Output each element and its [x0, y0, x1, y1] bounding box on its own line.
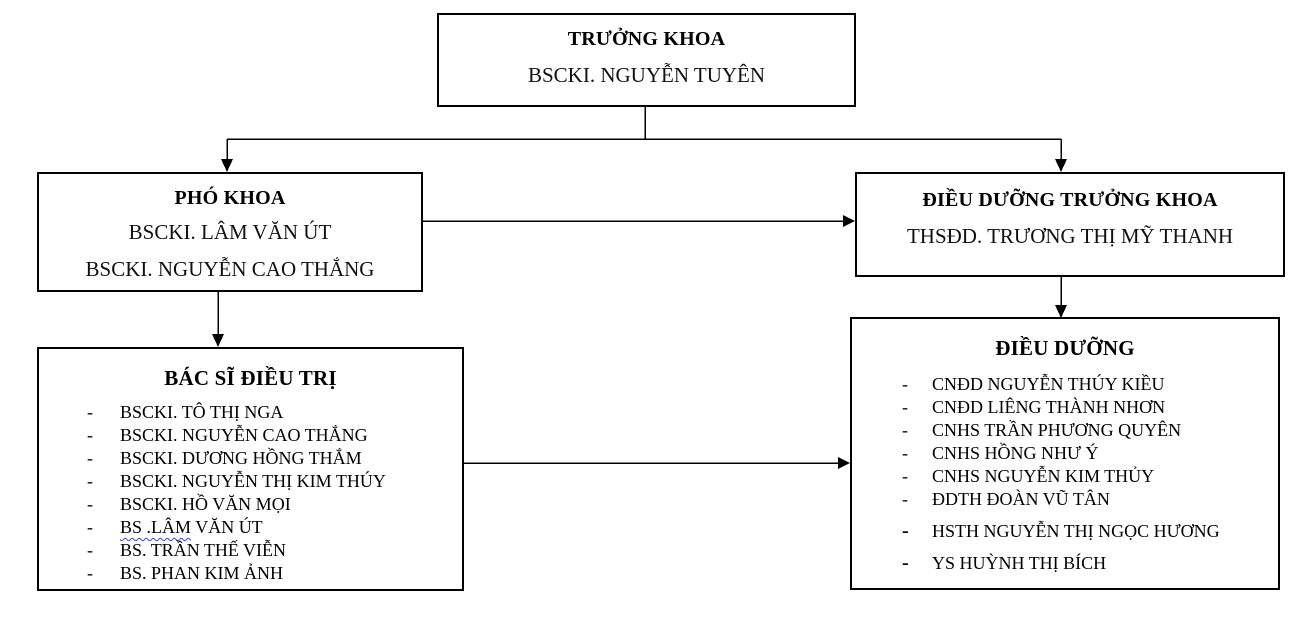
dash-bullet: -: [87, 471, 93, 491]
connector-phokhoa-to-bacsidieutri: [212, 292, 224, 347]
connector-bacsidieutri-to-dieuduong: [464, 457, 850, 469]
connector-arrow-to-dieuduongtruongkhoa: [1055, 139, 1067, 172]
box-title-pho-khoa: PHÓ KHOA: [174, 187, 286, 209]
member-name: BSCKI. HỒ VĂN MỌI: [120, 494, 291, 514]
list-item: - ĐDTH ĐOÀN VŨ TÂN: [902, 488, 1278, 511]
member-name: CNĐD NGUYỄN THÚY KIỀU: [932, 374, 1165, 394]
connector-arrow-to-phokhoa: [221, 139, 233, 172]
list-item: - BS .LÂM VĂN ÚT: [87, 516, 462, 539]
list-item: - CNHS NGUYỄN KIM THỦY: [902, 465, 1278, 488]
member-name: BS .LÂM VĂN ÚT: [120, 517, 263, 537]
list-item: - CNHS TRẦN PHƯƠNG QUYÊN: [902, 419, 1278, 442]
member-name: BS. TRẦN THẾ VIỄN: [120, 540, 287, 560]
dash-bullet: -: [902, 420, 908, 440]
member-name: BSCKI. NGUYỄN CAO THẮNG: [85, 257, 375, 281]
list-item: - BS. PHAN KIM ẢNH: [87, 562, 462, 585]
dash-bullet: -: [87, 540, 93, 560]
box-truong-khoa: TRƯỞNG KHOA BSCKI. NGUYỄN TUYÊN: [437, 13, 856, 107]
member-name: CNHS NGUYỄN KIM THỦY: [932, 466, 1155, 486]
member-name: BSCKI. LÂM VĂN ÚT: [128, 220, 332, 244]
list-item: - BSCKI. DƯƠNG HỒNG THẮM: [87, 447, 462, 470]
box-dieu-duong-truong-khoa: ĐIỀU DƯỠNG TRƯỞNG KHOA THSĐD. TRƯƠNG THỊ…: [855, 172, 1285, 277]
list-item: - CNĐD LIÊNG THÀNH NHƠN: [902, 396, 1278, 419]
dash-bullet: -: [902, 374, 908, 394]
dash-bullet: -: [87, 402, 93, 422]
member-name: CNĐD LIÊNG THÀNH NHƠN: [932, 397, 1166, 417]
list-item: - BSCKI. TÔ THỊ NGA: [87, 401, 462, 424]
list-item: - HSTH NGUYỄN THỊ NGỌC HƯƠNG: [902, 520, 1278, 543]
dash-bullet: -: [87, 448, 93, 468]
member-name: HSTH NGUYỄN THỊ NGỌC HƯƠNG: [932, 521, 1220, 541]
list-item: - CNĐD NGUYỄN THÚY KIỀU: [902, 373, 1278, 396]
nurse-list: - CNĐD NGUYỄN THÚY KIỀU - CNĐD LIÊNG THÀNH …: [852, 373, 1278, 575]
dash-bullet: -: [87, 494, 93, 514]
connector-truongkhoa-stem: [227, 107, 1061, 140]
dash-bullet: -: [902, 520, 909, 542]
member-name: ĐDTH ĐOÀN VŨ TÂN: [932, 489, 1110, 509]
member-name: BSCKI. TÔ THỊ NGA: [120, 402, 284, 422]
member-name: THSĐD. TRƯƠNG THỊ MỸ THANH: [906, 224, 1234, 248]
box-bac-si-dieu-tri: BÁC SĨ ĐIỀU TRỊ - BSCKI. TÔ THỊ NGA - BSCKI…: [37, 347, 464, 591]
doctor-list: - BSCKI. TÔ THỊ NGA - BSCKI. NGUYỄN CAO THẮ…: [39, 401, 462, 585]
list-item: - BSCKI. NGUYỄN THỊ KIM THÚY: [87, 470, 462, 493]
member-name: BSCKI. NGUYỄN THỊ KIM THÚY: [120, 471, 386, 491]
dash-bullet: -: [902, 397, 908, 417]
box-title-dieu-duong-truong-khoa: ĐIỀU DƯỠNG TRƯỞNG KHOA: [922, 189, 1218, 211]
dash-bullet: -: [902, 466, 908, 486]
dash-bullet: -: [87, 563, 93, 583]
box-title-bac-si-dieu-tri: BÁC SĨ ĐIỀU TRỊ: [164, 366, 337, 390]
member-name: BS. PHAN KIM ẢNH: [120, 563, 284, 583]
list-item: - BSCKI. HỒ VĂN MỌI: [87, 493, 462, 516]
list-item: - YS HUỲNH THỊ BÍCH: [902, 552, 1278, 575]
member-name: CNHS TRẦN PHƯƠNG QUYÊN: [932, 420, 1182, 440]
dash-bullet: -: [902, 443, 908, 463]
box-title-dieu-duong: ĐIỀU DƯỠNG: [995, 336, 1135, 360]
list-item: - CNHS HỒNG NHƯ Ý: [902, 442, 1278, 465]
dash-bullet: -: [87, 425, 93, 445]
list-item: - BS. TRẦN THẾ VIỄN: [87, 539, 462, 562]
dash-bullet: -: [87, 517, 93, 537]
dash-bullet: -: [902, 489, 908, 509]
connector-dieuduongtruongkhoa-to-dieuduong: [1055, 277, 1067, 318]
list-item: - BSCKI. NGUYỄN CAO THẮNG: [87, 424, 462, 447]
spellcheck-wavy-underline: BS .LÂM: [120, 517, 192, 537]
member-name: BSCKI. NGUYỄN CAO THẮNG: [120, 425, 368, 445]
member-name: BSCKI. DƯƠNG HỒNG THẮM: [120, 448, 362, 468]
member-name: CNHS HỒNG NHƯ Ý: [932, 443, 1099, 463]
dash-bullet: -: [902, 552, 909, 574]
member-name: BSCKI. NGUYỄN TUYÊN: [527, 63, 766, 87]
box-title-truong-khoa: TRƯỞNG KHOA: [567, 28, 726, 50]
box-dieu-duong: ĐIỀU DƯỠNG - CNĐD NGUYỄN THÚY KIỀU - CNĐD L…: [850, 317, 1280, 590]
box-pho-khoa: PHÓ KHOA BSCKI. LÂM VĂN ÚT BSCKI. NGUYỄN…: [37, 172, 423, 292]
member-name: YS HUỲNH THỊ BÍCH: [932, 553, 1107, 573]
connector-phokhoa-to-dieuduongtruongkhoa: [423, 215, 855, 227]
